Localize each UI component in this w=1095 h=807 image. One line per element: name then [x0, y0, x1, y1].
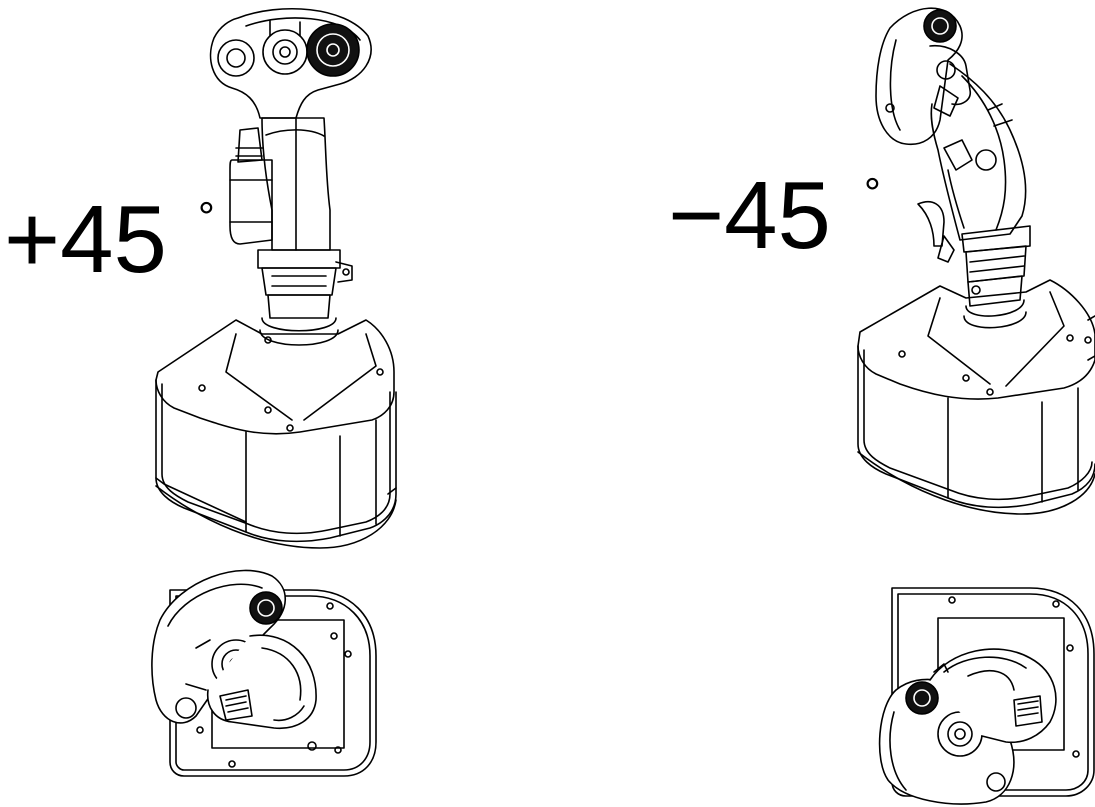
right-top-joystick: [880, 588, 1094, 804]
right-base-top: [858, 280, 1095, 399]
right-base-body: [858, 346, 1095, 507]
left-top-joystick: [152, 570, 376, 776]
label-minus-45: −45: [668, 162, 831, 269]
right-grip: [931, 64, 1025, 240]
left-base-top: [156, 320, 394, 434]
left-top-base: [170, 590, 376, 776]
left-trigger-module: [230, 160, 272, 244]
degree-symbol-plus: °: [198, 193, 215, 240]
left-front-joystick: [156, 9, 396, 548]
left-head: [211, 9, 371, 118]
left-base-body: [156, 380, 396, 541]
right-front-joystick: [858, 8, 1095, 514]
degree-symbol-minus: °: [864, 169, 881, 216]
right-trigger: [918, 202, 944, 246]
label-plus-45: +45: [4, 186, 167, 293]
right-top-base: [892, 588, 1094, 796]
